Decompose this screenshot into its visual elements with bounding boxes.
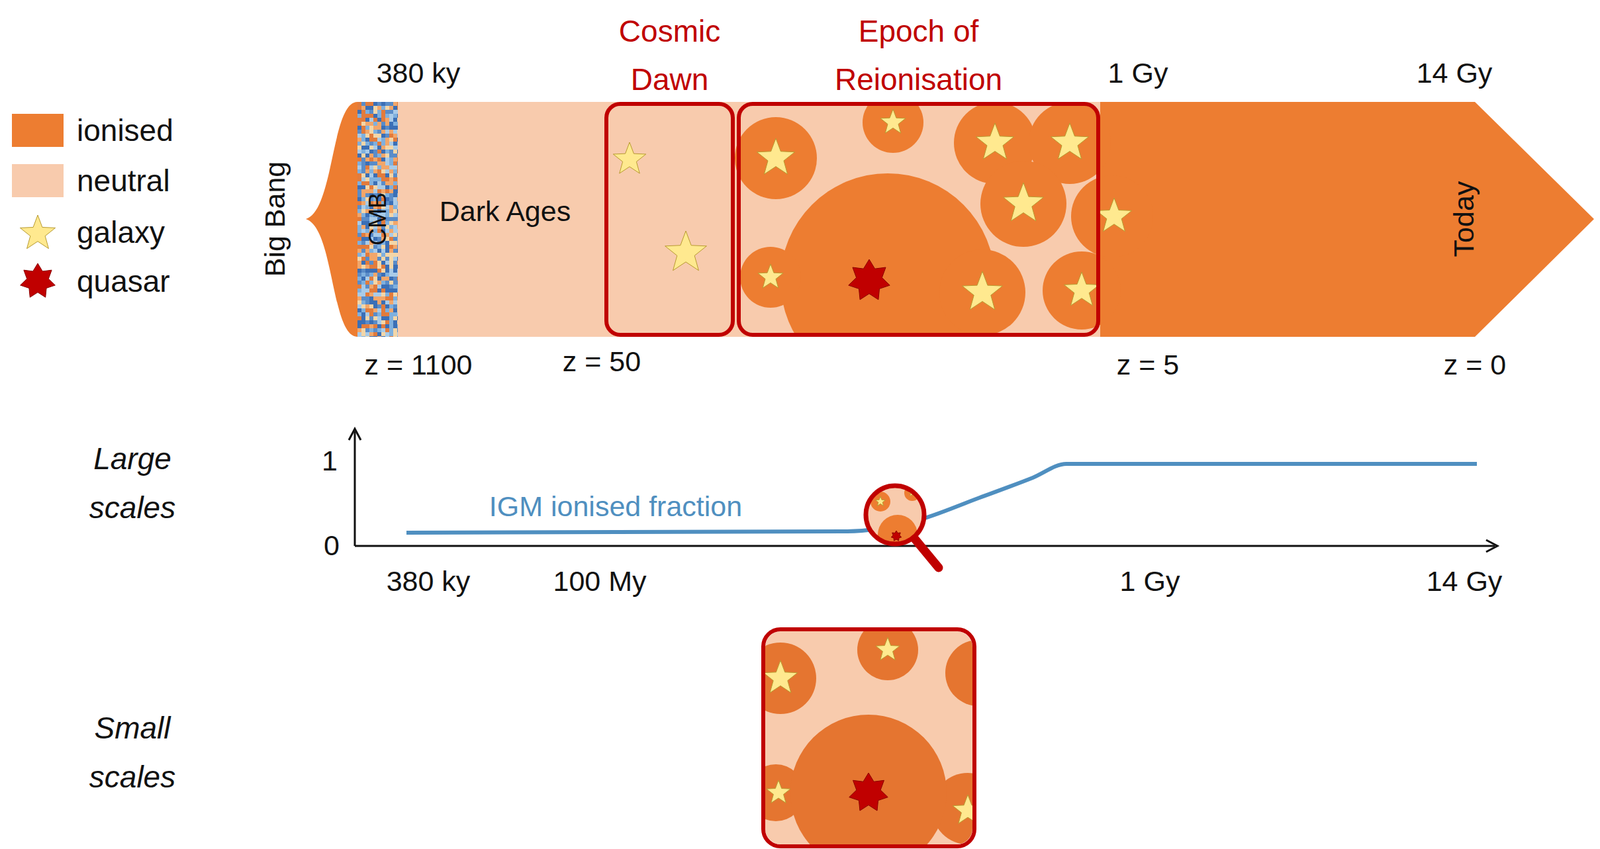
axis-tick: 14 Gy: [1426, 564, 1503, 600]
row-label: Small scales: [59, 704, 206, 802]
axis-tick: 0: [323, 528, 340, 564]
legend-swatch: [11, 113, 64, 147]
small-scale-zoom: [744, 619, 1012, 849]
quasar-star: [891, 530, 902, 541]
era-label: CMB: [363, 192, 392, 246]
quasar-star: [848, 259, 890, 300]
axis-tick: 100 My: [552, 564, 647, 600]
legend-text: quasar: [76, 261, 171, 302]
legend-symbol: [11, 212, 65, 253]
quasar-star: [20, 263, 56, 298]
era-box: Cosmic Dawn: [604, 101, 735, 337]
legend-row: neutral: [0, 160, 212, 201]
legend-swatch: [11, 164, 64, 198]
legend-row: galaxy: [0, 212, 212, 253]
redshift-label: z = 50: [562, 344, 641, 380]
galaxy-star: [1003, 182, 1044, 222]
galaxies: [612, 109, 1132, 310]
neutral-region: [397, 101, 1101, 337]
ionised-fraction-curve: [406, 464, 1477, 533]
ionised-fraction-chart: [348, 428, 1498, 553]
galaxy-star: [612, 142, 646, 174]
legend-text: ionised: [76, 110, 174, 151]
axis-tick: 380 ky: [386, 564, 471, 600]
quasar-star: [849, 773, 888, 811]
era-heading: Cosmic Dawn: [587, 7, 753, 105]
time-label: 14 Gy: [1416, 56, 1493, 91]
galaxy-star: [975, 123, 1014, 159]
galaxy-star: [766, 780, 791, 803]
galaxy-star: [665, 231, 707, 271]
galaxy-star: [880, 109, 906, 134]
galaxy-star: [1096, 197, 1132, 232]
era-label: Today: [1447, 181, 1482, 258]
era-label: Big Bang: [258, 161, 293, 278]
axis-tick: 1 Gy: [1120, 564, 1181, 600]
legend-row: ionised: [0, 110, 212, 151]
legend-row: quasar: [0, 261, 212, 302]
row-label: Large scales: [59, 434, 206, 533]
era-label: Dark Ages: [435, 190, 575, 232]
cmb-texture: [357, 101, 398, 337]
galaxy-star: [1050, 123, 1089, 159]
galaxy-star: [757, 264, 784, 288]
galaxy-star: [875, 496, 886, 506]
galaxy-star: [19, 215, 55, 249]
time-label: 380 ky: [376, 56, 461, 91]
era-heading: Epoch of Reionisation: [812, 7, 1025, 105]
magnifier: [865, 485, 939, 568]
legend-text: neutral: [76, 160, 171, 201]
legend-symbol: [11, 261, 65, 302]
galaxy-star: [962, 271, 1003, 310]
galaxy-star: [1063, 272, 1099, 306]
era-box: Epoch of Reionisation: [736, 101, 1101, 337]
galaxy-star: [756, 138, 795, 175]
redshift-label: z = 1100: [364, 348, 473, 383]
galaxy-star: [875, 637, 900, 660]
redshift-label: z = 5: [1116, 348, 1179, 383]
ionised-bubbles: [734, 101, 1154, 337]
time-label: 1 Gy: [1108, 56, 1169, 91]
axis-tick: 1: [321, 444, 338, 479]
legend-text: galaxy: [76, 212, 165, 253]
galaxy-star: [952, 795, 973, 824]
curve-label: IGM ionised fraction: [489, 489, 743, 525]
galaxy-star: [765, 660, 798, 694]
redshift-label: z = 0: [1443, 348, 1506, 383]
